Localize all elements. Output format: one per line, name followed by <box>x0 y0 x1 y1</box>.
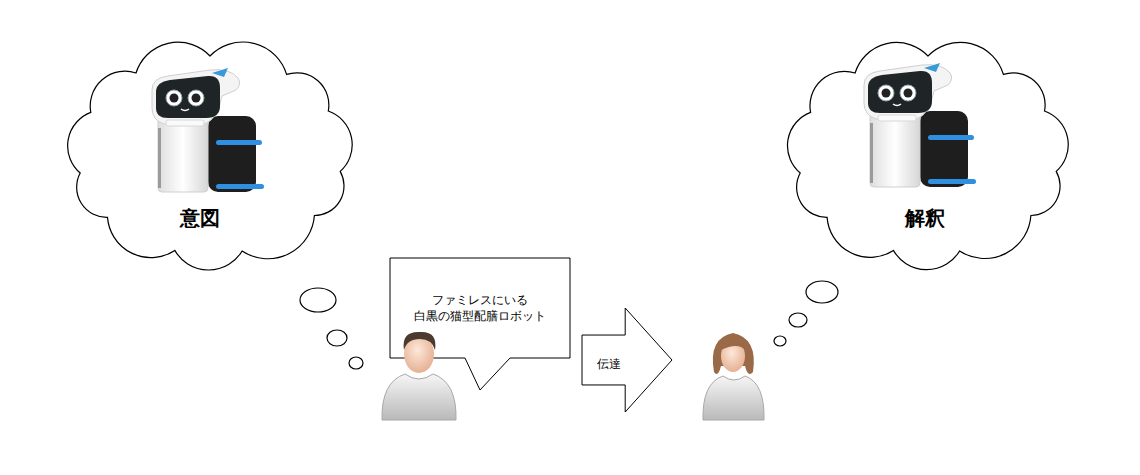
block-arrow: 伝達 <box>582 308 672 412</box>
person-female <box>703 333 764 420</box>
cloud-outline <box>58 38 362 272</box>
robot-figure <box>152 68 264 192</box>
robot-figure <box>864 63 976 187</box>
node-label: ファミレスにいる 白黒の猫型配膳ロボット <box>400 292 560 324</box>
node-label: 意図 <box>180 206 220 230</box>
node-label: 伝達 <box>597 357 621 371</box>
thought-cloud: 解釈 <box>778 38 1078 272</box>
arrow-outline <box>582 308 672 412</box>
bubble-path <box>390 258 570 390</box>
cloud-path <box>68 42 353 270</box>
person-male <box>382 332 456 420</box>
arrow-path <box>582 308 672 412</box>
thought-cloud: 意図 <box>58 38 362 272</box>
node-label: 解釈 <box>905 206 945 230</box>
cloud-path <box>787 42 1068 269</box>
cloud-outline <box>778 38 1078 272</box>
